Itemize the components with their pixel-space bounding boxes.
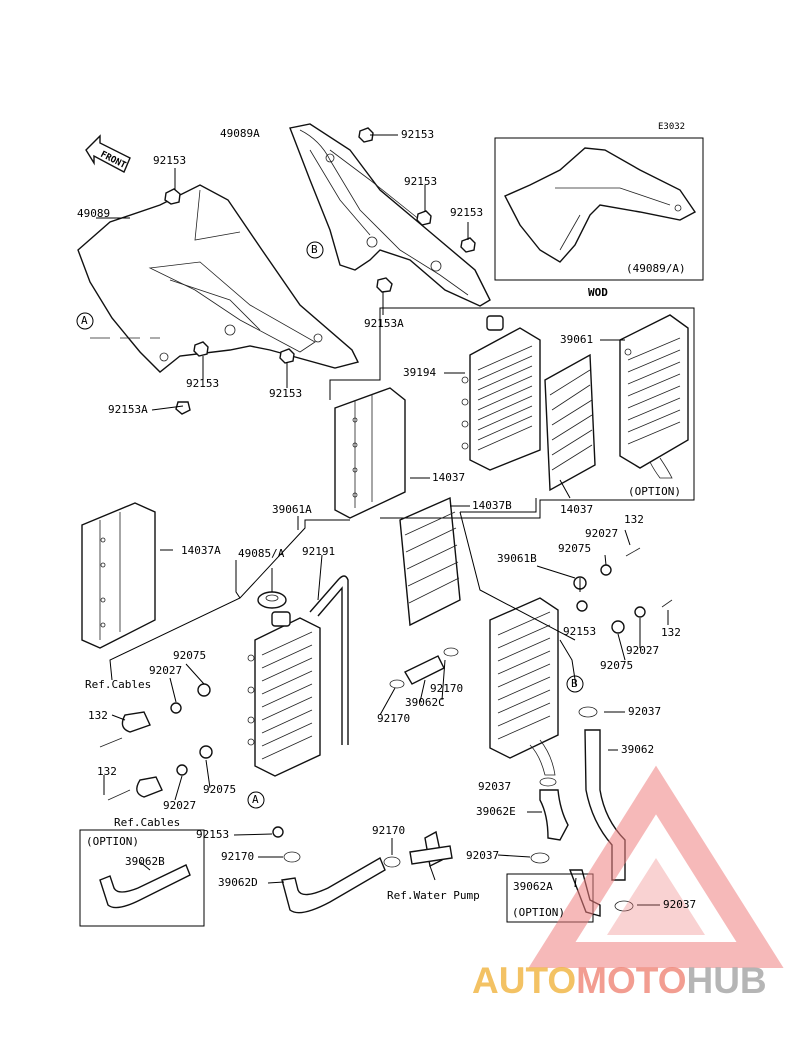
part-label: (49089/A) (626, 262, 686, 275)
bolt-icon (358, 127, 476, 293)
part-label: 92075 (600, 659, 634, 672)
part-label: 92170 (372, 824, 406, 837)
water-pump-fitting (409, 830, 453, 868)
part-label: 39194 (403, 366, 437, 379)
radiator-39061B (489, 597, 559, 776)
marker-label: B (311, 243, 318, 256)
hose-39062E (539, 789, 569, 841)
part-label: 92037 (628, 705, 662, 718)
marker-label: A (252, 793, 259, 806)
part-label: 92153 (404, 175, 438, 188)
radiator-39061A (247, 611, 321, 777)
part-label: 39061 (560, 333, 594, 346)
part-label: 14037 (560, 503, 594, 516)
radiator-39194 (461, 315, 541, 471)
part-label: 92027 (626, 644, 660, 657)
part-label: 14037A (181, 544, 221, 557)
part-label: 49089 (77, 207, 111, 220)
reference-marker-icon (76, 241, 584, 809)
watermark-text: AUTOMOTOHUB (472, 960, 767, 1002)
part-label: 39062 (621, 743, 655, 756)
reference-label: Ref.Water Pump (387, 889, 480, 902)
part-label: 92075 (203, 783, 237, 796)
part-label: 92191 (302, 545, 336, 558)
part-label: 92153A (364, 317, 404, 330)
part-label: 39062E (476, 805, 516, 818)
part-label: 92170 (221, 850, 255, 863)
marker-label: A (81, 314, 88, 327)
part-label: 92153 (186, 377, 220, 390)
hose-39062C (404, 655, 445, 685)
part-label: 49085/A (238, 547, 285, 560)
part-label: 92027 (163, 799, 197, 812)
watermark-part2: MOTO (576, 960, 687, 1001)
part-label: (OPTION) (512, 906, 565, 919)
bolt-icon (99, 547, 673, 838)
hose-39062B (99, 864, 191, 909)
wod-shroud (504, 147, 697, 263)
part-label: 92153A (108, 403, 148, 416)
radiator-cover-14037A (81, 502, 156, 649)
hose-39062 (584, 729, 626, 881)
part-label: 92075 (558, 542, 592, 555)
cable-holder-icon (121, 711, 163, 798)
part-label: WOD (588, 286, 608, 299)
part-label: 14037 (432, 471, 466, 484)
radiator-shroud-left (77, 184, 360, 373)
part-label: 132 (624, 513, 644, 526)
part-label: 132 (661, 626, 681, 639)
part-label: (OPTION) (86, 835, 139, 848)
part-label: 14037B (472, 499, 512, 512)
wod-inset-frame (494, 137, 704, 281)
marker-label: B (571, 677, 578, 690)
part-label: 92037 (663, 898, 697, 911)
part-label: 92037 (466, 849, 500, 862)
reference-label: Ref.Cables (85, 678, 152, 691)
bolt-icon (164, 188, 295, 415)
part-label: (OPTION) (628, 485, 681, 498)
diagram-code: E3032 (658, 122, 686, 132)
watermark-part3: HUB (686, 960, 767, 1001)
group-outline (329, 307, 695, 519)
part-label: 92170 (430, 682, 464, 695)
reference-label: Ref.Cables (114, 816, 181, 829)
part-label: 39061A (272, 503, 312, 516)
part-label: 92153 (269, 387, 303, 400)
part-label: 92153 (450, 206, 484, 219)
overflow-hose (309, 575, 349, 745)
part-label: 39062D (218, 876, 258, 889)
part-label: 39062C (405, 696, 445, 709)
part-label: 39062B (125, 855, 165, 868)
radiator-shroud-right (289, 123, 491, 307)
part-label: 39061B (497, 552, 537, 565)
option-box-left (79, 829, 205, 927)
part-label: 132 (88, 709, 108, 722)
part-label: 39062A (513, 880, 553, 893)
part-label: 92153 (563, 625, 597, 638)
radiator-grille-14037 (544, 353, 596, 492)
part-label: 92153 (153, 154, 187, 167)
part-label: 92027 (149, 664, 183, 677)
part-label: 92027 (585, 527, 619, 540)
radiator-cover-14037 (334, 387, 406, 519)
part-label: 92153 (196, 828, 230, 841)
group-outline (109, 519, 350, 681)
watermark-part1: AUTO (472, 960, 577, 1001)
part-label: 49089A (220, 127, 260, 140)
part-label: 92037 (478, 780, 512, 793)
radiator-cap-icon (257, 591, 287, 609)
hose-39062D (281, 856, 386, 914)
radiator-39061 (619, 314, 689, 479)
part-label: 92075 (173, 649, 207, 662)
part-label: 92153 (401, 128, 435, 141)
radiator-grille-14037B (399, 496, 461, 627)
front-arrow-icon: FRONT (85, 134, 131, 173)
part-label: 92170 (377, 712, 411, 725)
part-label: 132 (97, 765, 117, 778)
hose-39062A (568, 869, 601, 917)
